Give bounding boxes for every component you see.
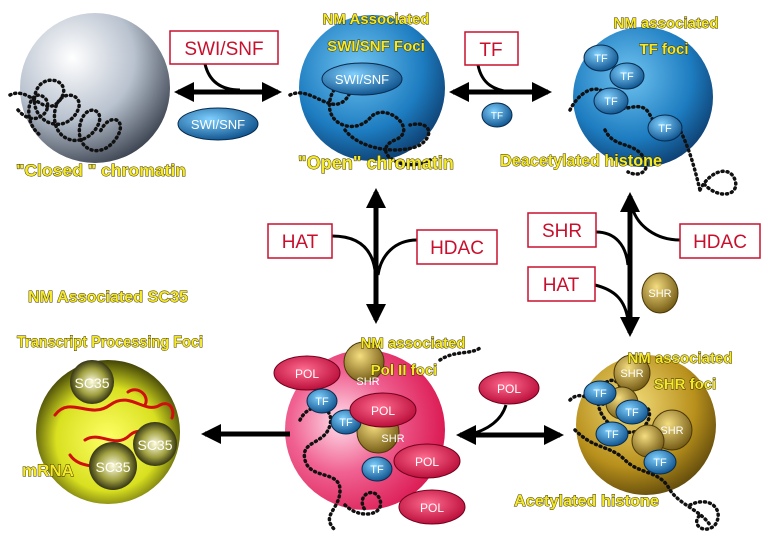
sc35-label: SC35 (95, 459, 130, 475)
pol-factor-free (478, 371, 540, 405)
swisnf-factor (321, 62, 403, 96)
box-hdac-left: HDAC (416, 229, 498, 265)
shr-factor-label: SHR (648, 288, 671, 300)
tf-factor-label: TF (491, 111, 503, 122)
svg-text:SHR: SHR (620, 368, 643, 380)
sc35-speckle (133, 422, 177, 466)
svg-text:TF: TF (594, 53, 608, 65)
svg-text:HDAC: HDAC (430, 238, 484, 259)
closed-chromatin-strand (8, 78, 123, 153)
svg-text:SHR: SHR (381, 433, 404, 445)
box-hat-left: HAT (267, 223, 333, 259)
polii-foci-factors: POL SHR TF TF POL SHR TF POL POL (273, 341, 466, 525)
swisnf-factor-label: SWI/SNF (335, 72, 389, 87)
swisnf-foci-title-1: NM Associated (323, 11, 430, 28)
box-swisnf: SWI/SNF (169, 30, 279, 65)
box-hdac-right: HDAC (679, 223, 761, 259)
svg-text:SHR: SHR (356, 376, 379, 388)
sc35-label: SC35 (137, 437, 172, 453)
svg-text:TF: TF (605, 429, 619, 441)
svg-text:SWI/SNF: SWI/SNF (184, 39, 263, 60)
svg-text:POL: POL (371, 404, 395, 418)
svg-text:POL: POL (420, 501, 444, 515)
polii-foci-title-2: Pol II foci (371, 362, 438, 379)
tf-factor-free (481, 102, 513, 128)
svg-text:HDAC: HDAC (693, 232, 747, 253)
svg-text:POL: POL (415, 455, 439, 469)
deacetylated-histone-label: Deacetylated histone (500, 151, 662, 170)
svg-text:TF: TF (653, 457, 667, 469)
open-chromatin-strand (288, 83, 432, 167)
sc35-label: SC35 (74, 375, 109, 391)
tf-foci-factors: TF TF TF TF (583, 44, 683, 142)
svg-text:TF: TF (593, 388, 607, 400)
swisnf-factor-free (177, 107, 259, 141)
deacetylated-chromatin-strand (568, 87, 738, 196)
svg-text:TF: TF (604, 96, 618, 108)
box-shr: SHR (527, 212, 597, 248)
svg-text:TF: TF (315, 396, 329, 408)
mrna-label: mRNA (22, 461, 74, 480)
box-hat-right: HAT (527, 266, 596, 302)
svg-text:SHR: SHR (660, 425, 683, 437)
svg-text:SHR: SHR (542, 221, 582, 242)
polii-foci-title-1: NM associated (360, 335, 465, 352)
svg-text:TF: TF (658, 123, 672, 135)
branch-curves (203, 63, 681, 437)
svg-text:TF: TF (370, 464, 384, 476)
sc35-speckle (89, 442, 137, 490)
tf-foci-title-1: NM associated (613, 15, 718, 32)
svg-text:TF: TF (479, 40, 502, 61)
arrows (174, 82, 640, 445)
box-tf: TF (464, 31, 519, 66)
shr-factor-free (641, 272, 679, 314)
svg-text:TF: TF (339, 417, 353, 429)
svg-text:HAT: HAT (282, 232, 319, 253)
svg-text:POL: POL (295, 367, 319, 381)
shr-foci-title-1: NM associated (627, 350, 732, 367)
svg-text:HAT: HAT (543, 275, 580, 296)
svg-text:TF: TF (620, 71, 634, 83)
svg-text:TF: TF (625, 407, 639, 419)
closed-chromatin-label: "Closed " chromatin (16, 161, 186, 180)
shr-foci-title-2: SHR foci (654, 376, 717, 393)
swisnf-foci-title-2: SWI/SNF Foci (327, 38, 425, 55)
closed-chromatin-sphere (20, 13, 170, 163)
open-chromatin-label: "Open" chromatin (298, 153, 454, 173)
swisnf-factor-label: SWI/SNF (191, 117, 245, 132)
sc35-speckle (70, 360, 114, 404)
sc35-foci-title-2: Transcript Processing Foci (17, 334, 203, 351)
sc35-foci-title-1: NM Associated SC35 (28, 289, 188, 306)
shr-foci-factors: SHR SHR TF TF TF TF (583, 354, 693, 475)
polii-chromatin-strand (298, 346, 482, 532)
pol-factor-label: POL (497, 382, 521, 396)
tf-foci-title-2: TF foci (639, 41, 688, 58)
acetylated-histone-label: Acetylated histone (514, 493, 659, 510)
